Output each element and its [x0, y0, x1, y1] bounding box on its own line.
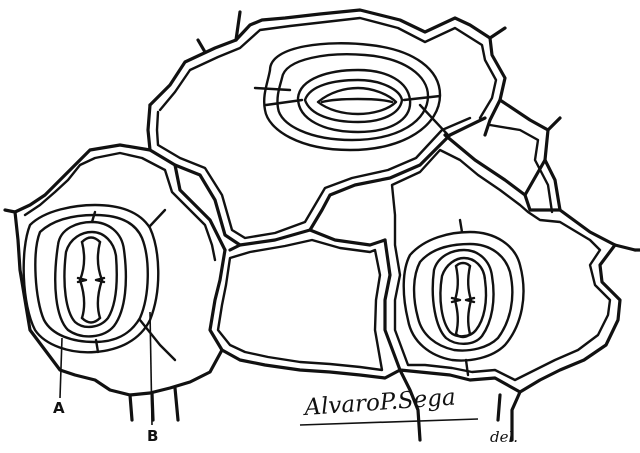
- artist-signature: AlvaroP.Sega del.: [300, 384, 518, 446]
- stoma-right: [404, 220, 524, 375]
- signature-name: AlvaroP.Sega: [302, 384, 457, 421]
- stoma-left: [24, 205, 175, 360]
- label-b-text: B: [147, 427, 158, 445]
- signature-suffix: del.: [490, 428, 518, 446]
- cell-wall-center: [148, 105, 485, 245]
- stoma-top: [255, 43, 448, 150]
- label-a-text: A: [53, 399, 65, 417]
